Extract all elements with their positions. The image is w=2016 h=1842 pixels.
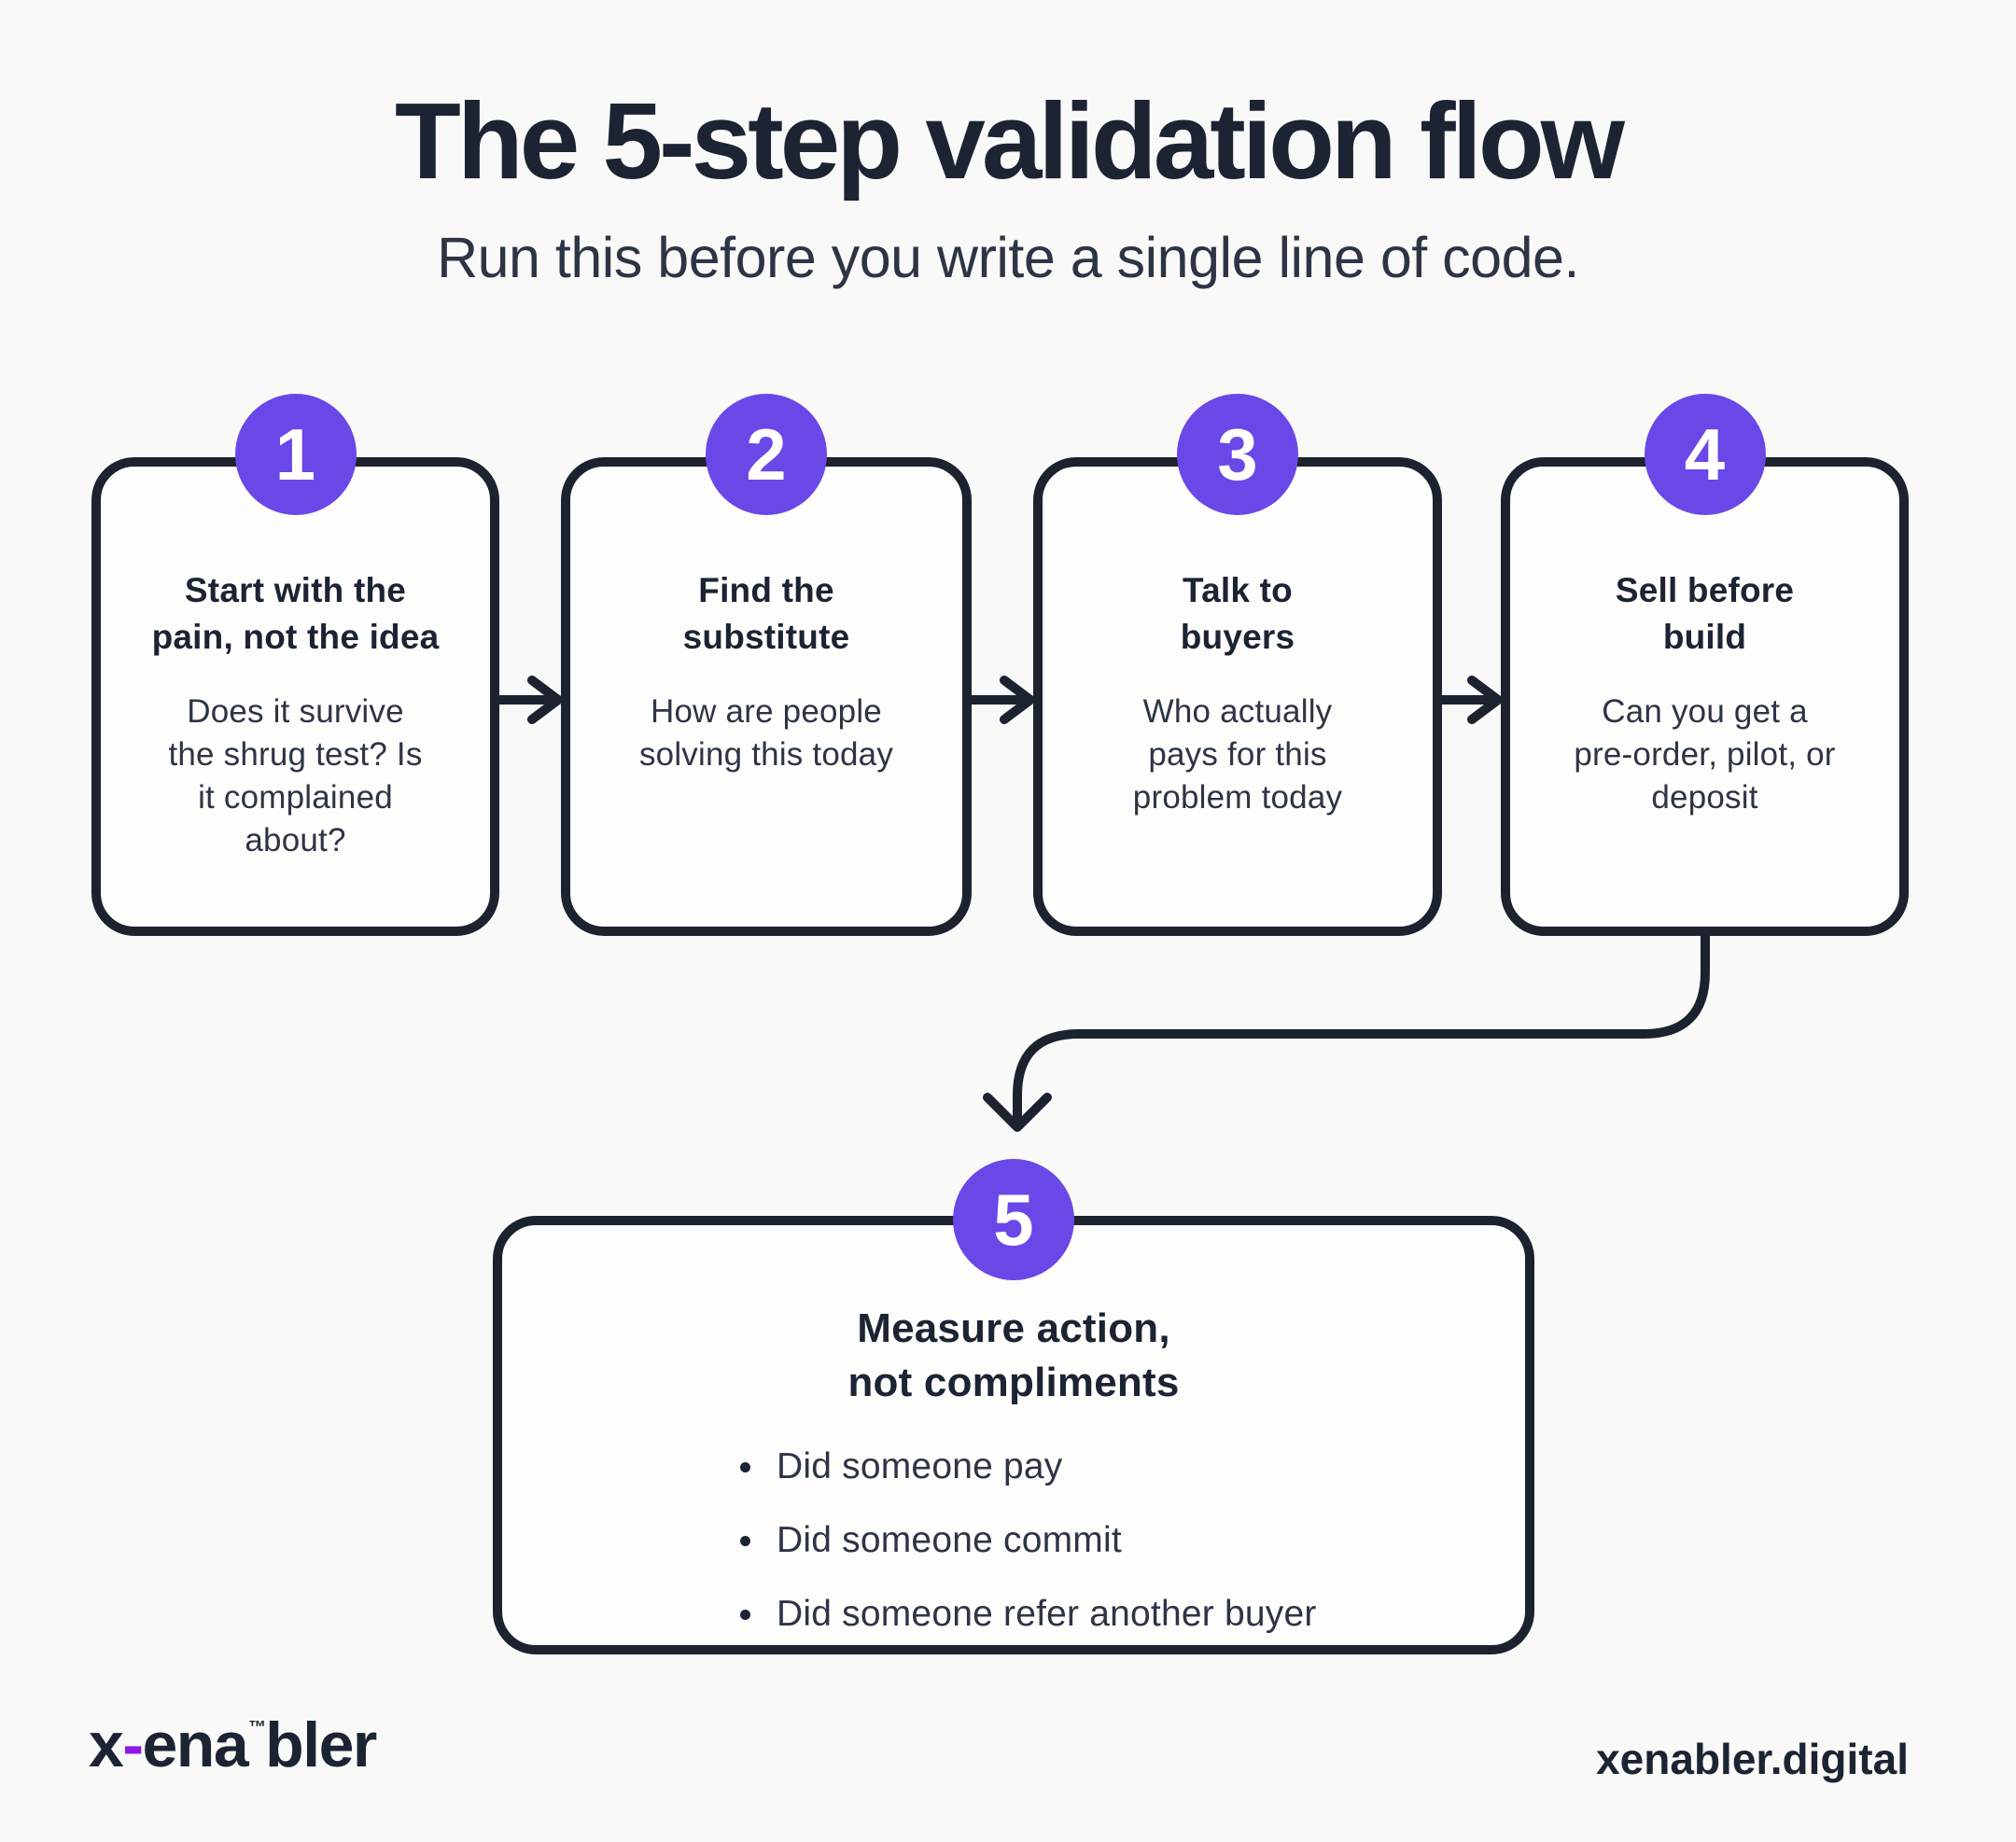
step-card-5: 5 Measure action, not compliments Did so…: [493, 1159, 1534, 1654]
trademark-symbol: ™: [248, 1718, 267, 1737]
step-number: 5: [993, 1179, 1034, 1261]
step-5-number-badge: 5: [953, 1159, 1074, 1280]
website-url: xenabler.digital: [1596, 1735, 1909, 1783]
step-number: 1: [274, 413, 316, 495]
step-2-title: Find the substitute: [682, 571, 850, 656]
step-2-description: How are people solving this today: [638, 693, 894, 773]
bullet-text: Did someone pay: [777, 1446, 1063, 1486]
step-card-1: 1 Start with the pain, not the idea Does…: [91, 394, 499, 936]
step-3-title: Talk to buyers: [1180, 571, 1295, 656]
page-subtitle: Run this before you write a single line …: [437, 226, 1579, 289]
logo-text-bler: bler: [265, 1709, 377, 1780]
bullet-text: Did someone commit: [777, 1519, 1122, 1560]
bullet-dot: [740, 1461, 750, 1472]
step-card-4: 4 Sell before build Can you get a pre-or…: [1501, 394, 1909, 936]
step-4-title: Sell before build: [1615, 571, 1795, 656]
step-1-description: Does it survive the shrug test? Is it co…: [168, 693, 423, 858]
step-4-description: Can you get a pre-order, pilot, or depos…: [1574, 693, 1836, 816]
arrow-step3-to-step4: [1437, 676, 1503, 724]
step-4-number-badge: 4: [1644, 394, 1766, 515]
step-2-number-badge: 2: [706, 394, 827, 515]
step-1-number-badge: 1: [234, 394, 357, 515]
step-number: 4: [1684, 413, 1726, 495]
bullet-dot: [740, 1609, 750, 1620]
logo-text-x: x: [89, 1709, 124, 1780]
bullet-item: Did someone refer another buyer: [740, 1593, 1317, 1635]
arrow-step2-to-step3: [967, 676, 1035, 724]
step-3-description: Who actually pays for this problem today: [1132, 693, 1343, 816]
logo-text-ena: ena: [142, 1709, 248, 1780]
step-1-title: Start with the pain, not the idea: [151, 571, 440, 656]
step-3-number-badge: 3: [1177, 394, 1298, 515]
bullet-item: Did someone commit: [740, 1519, 1317, 1561]
bullet-dot: [740, 1535, 750, 1546]
bullet-text: Did someone refer another buyer: [777, 1593, 1317, 1634]
arrow-step1-to-step2: [495, 676, 563, 724]
step-number: 3: [1217, 413, 1258, 495]
step-5-bullet-list: Did someone pay Did someone commit Did s…: [740, 1446, 1317, 1668]
bullet-item: Did someone pay: [740, 1446, 1317, 1487]
logo-hyphen: -: [122, 1709, 144, 1780]
page-title: The 5-step validation flow: [395, 80, 1625, 202]
step-card-3: 3 Talk to buyers Who actually pays for t…: [1033, 394, 1442, 936]
brand-logo: x-ena™bler: [89, 1713, 377, 1777]
step-number: 2: [746, 413, 787, 495]
arrow-step4-to-step5: [983, 928, 1710, 1132]
step-card-2: 2 Find the substitute How are people sol…: [561, 394, 972, 936]
step-5-title: Measure action, not compliments: [847, 1305, 1180, 1405]
